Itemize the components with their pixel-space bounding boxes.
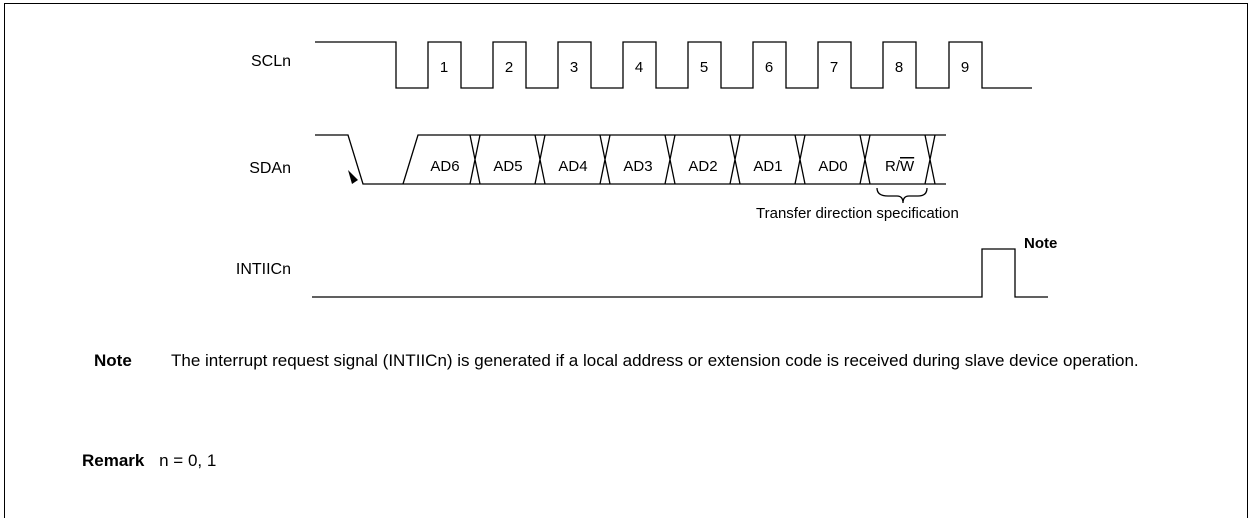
transfer-direction-label: Transfer direction specification — [756, 205, 959, 222]
rw-bit-label: R/W — [885, 158, 915, 175]
clock-number: 4 — [635, 59, 643, 76]
address-bit-labels: AD6 AD5 AD4 AD3 AD2 AD1 AD0 — [430, 158, 847, 175]
remark-block: Remark n = 0, 1 — [82, 451, 216, 471]
address-bit-label: AD2 — [688, 158, 717, 175]
clock-number: 5 — [700, 59, 708, 76]
note-text: The interrupt request signal (INTIICn) i… — [171, 351, 1139, 370]
address-bit-label: AD4 — [558, 158, 587, 175]
remark-text: n = 0, 1 — [159, 451, 217, 470]
intiic-waveform — [312, 248, 1048, 298]
clock-number: 8 — [895, 59, 903, 76]
clock-number: 2 — [505, 59, 513, 76]
remark-label: Remark — [82, 451, 145, 470]
note-label: Note — [94, 351, 132, 370]
clock-pulse-numbers: 1 2 3 4 5 6 7 8 9 — [440, 59, 969, 76]
rw-brace — [876, 187, 928, 204]
address-bit-label: AD0 — [818, 158, 847, 175]
clock-number: 9 — [961, 59, 969, 76]
clock-number: 6 — [765, 59, 773, 76]
address-bit-label: AD3 — [623, 158, 652, 175]
address-bit-label: AD5 — [493, 158, 522, 175]
scl-label: SCLn — [251, 53, 291, 70]
clock-number: 7 — [830, 59, 838, 76]
sda-waveform — [315, 134, 946, 185]
scl-waveform — [315, 41, 1032, 89]
intiic-label: INTIICn — [236, 261, 291, 278]
figure-frame — [4, 3, 1248, 518]
clock-number: 3 — [570, 59, 578, 76]
interrupt-note-marker: Note — [1024, 235, 1057, 252]
sda-label: SDAn — [249, 160, 291, 177]
address-bit-label: AD1 — [753, 158, 782, 175]
address-bit-label: AD6 — [430, 158, 459, 175]
clock-number: 1 — [440, 59, 448, 76]
